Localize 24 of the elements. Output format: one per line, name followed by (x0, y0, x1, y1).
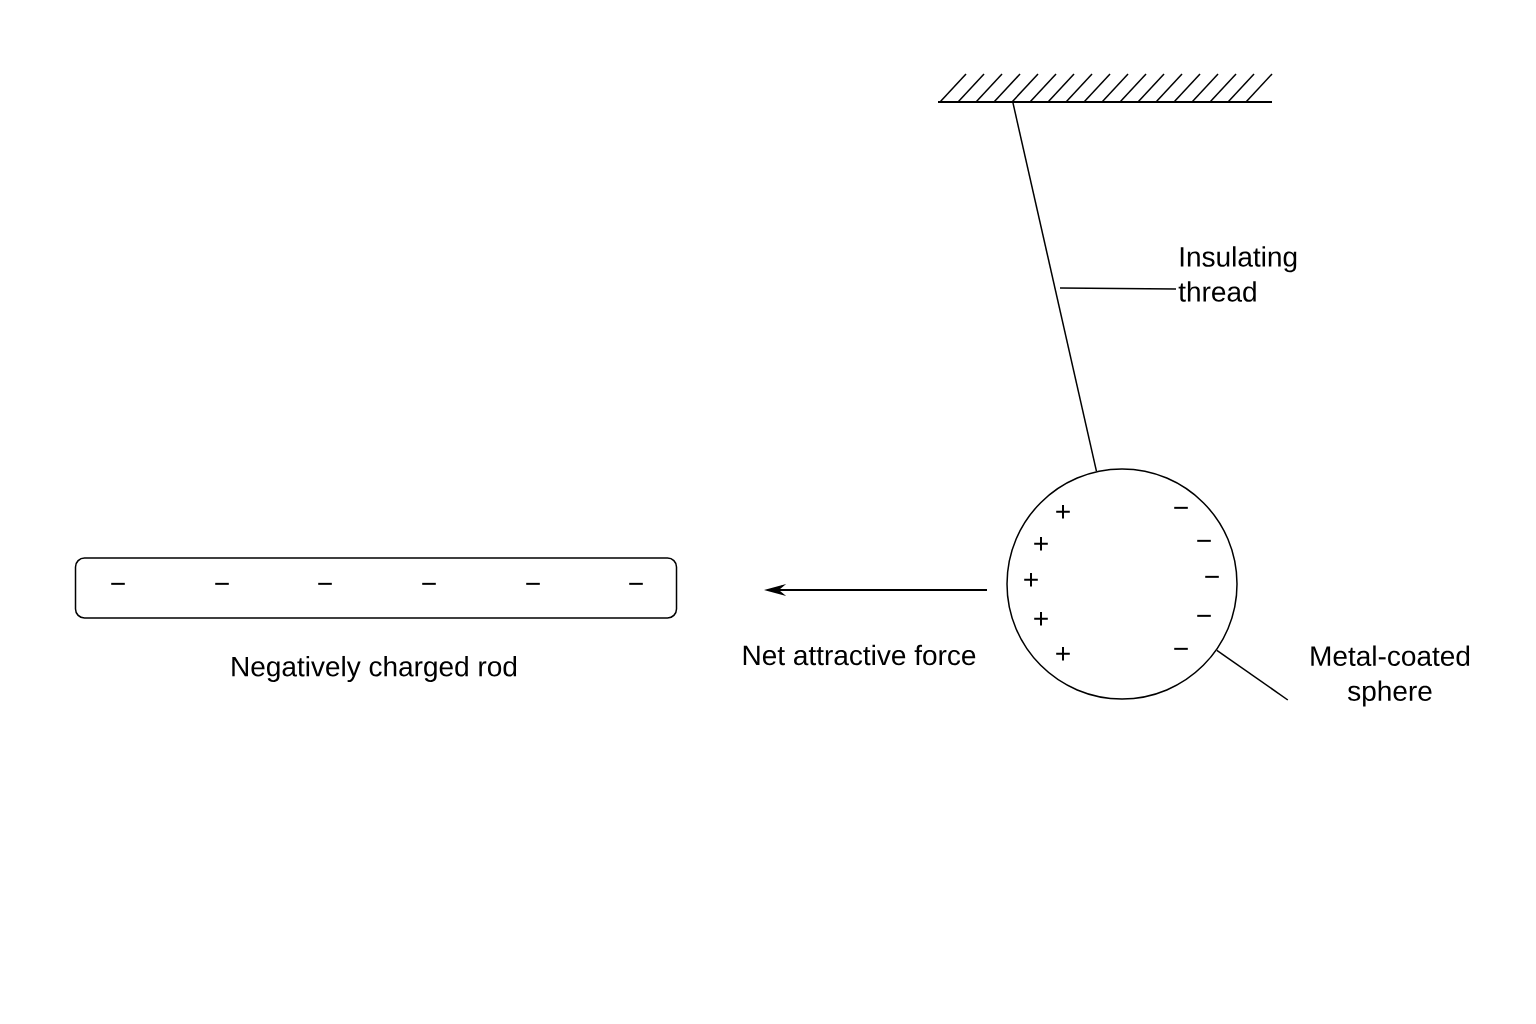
charge-sign: + (1024, 572, 1038, 587)
ceiling-support (937, 73, 1273, 103)
leader-line (1216, 649, 1289, 701)
leader-line (1059, 287, 1177, 290)
charge-sign: + (1056, 646, 1070, 661)
charge-sign: − (111, 582, 125, 585)
charge-sign: − (215, 582, 229, 585)
charge-sign: − (629, 582, 643, 585)
charge-sign: − (526, 582, 540, 585)
charge-sign: − (318, 582, 332, 585)
charge-sign: − (1174, 506, 1188, 509)
charge-sign: − (1197, 614, 1211, 617)
charge-sign: + (1056, 504, 1070, 519)
charge-sign: − (1205, 575, 1219, 578)
force-label: Net attractive force (743, 644, 976, 666)
charge-sign: − (1197, 539, 1211, 542)
thread-label: Insulating thread (1178, 246, 1297, 302)
charge-sign: + (1034, 611, 1048, 626)
charge-sign: + (1034, 536, 1048, 551)
charge-sign: − (422, 582, 436, 585)
thread (1012, 101, 1098, 472)
sphere-label: Metal-coated sphere (1311, 645, 1470, 707)
rod-label: Negatively charged rod (232, 655, 517, 683)
charge-sign: − (1174, 647, 1188, 650)
